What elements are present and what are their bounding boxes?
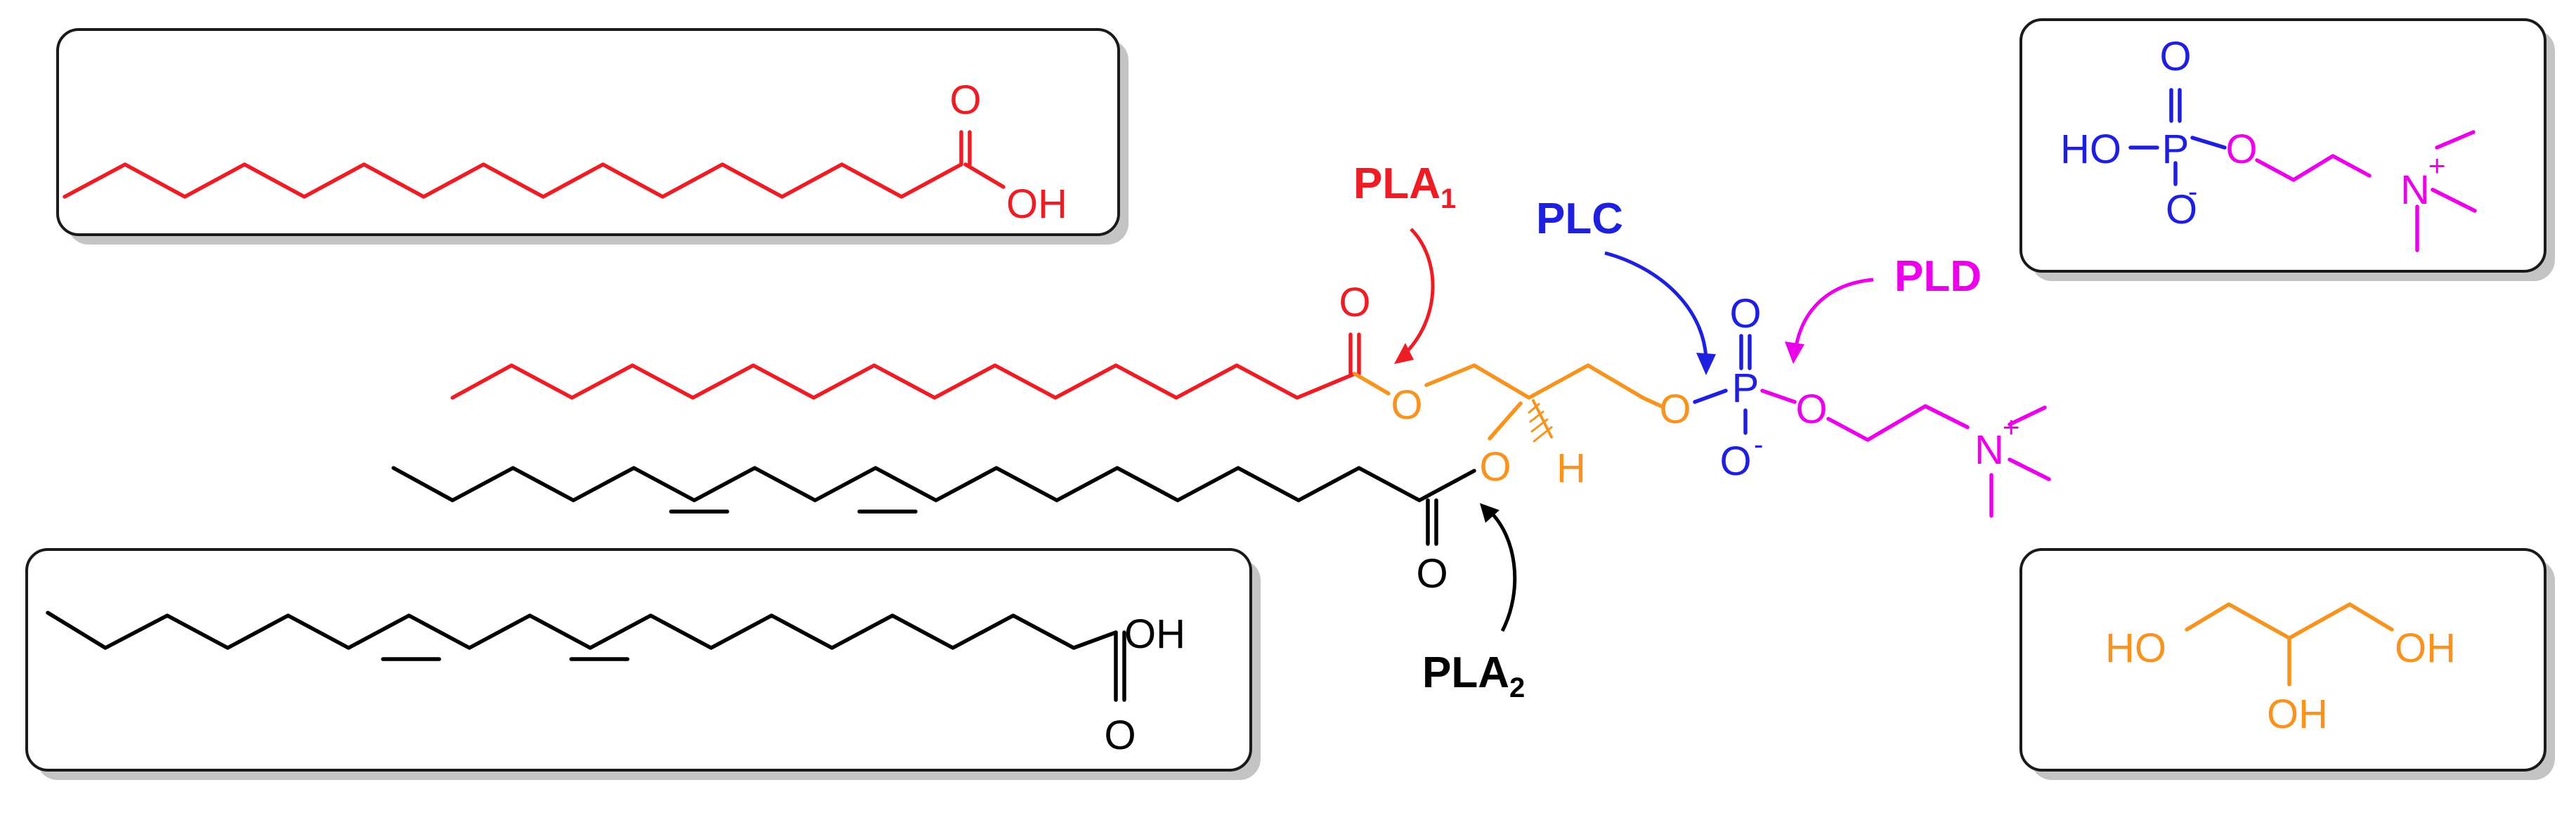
phosphate-double-bond-o: O — [1729, 291, 1761, 337]
phosphate-oxide-charge: - — [1754, 429, 1763, 460]
sn2-carbonyl-o: O — [1416, 551, 1448, 597]
phosphocholine-double-bond-o: O — [2159, 34, 2191, 79]
phosphocholine-ester-o: O — [2225, 126, 2257, 172]
choline-ester-o: O — [1795, 386, 1827, 432]
glycerol-backbone — [1353, 363, 1663, 443]
sn1-carbonyl-o: O — [1339, 280, 1370, 325]
sn1-ester-o: O — [1391, 382, 1422, 428]
choline-n-charge: + — [2003, 410, 2020, 443]
phosphocholine-ho: HO — [2060, 126, 2121, 172]
glycerol-box — [2019, 548, 2555, 780]
glycerol-structure — [2185, 602, 2394, 687]
glycerol-oh-right: OH — [2395, 625, 2456, 671]
linoleic-acid-box — [25, 548, 1261, 780]
choline-group — [1826, 404, 2051, 518]
choline-n: N — [1975, 427, 2004, 473]
linoleic-acid-oh: OH — [1124, 611, 1185, 657]
sn3-ester-o: O — [1659, 386, 1691, 432]
stereocenter-h: H — [1556, 445, 1586, 491]
pla1-label: PLA1 — [1353, 160, 1456, 214]
phosphocholine-oxide-charge: - — [2188, 176, 2197, 207]
glycerol-oh-middle: OH — [2267, 691, 2328, 737]
pla2-label: PLA2 — [1422, 649, 1525, 703]
plc-label: PLC — [1536, 195, 1623, 243]
linoleic-acid-structure — [46, 611, 1126, 702]
plc-arrow — [1604, 251, 1716, 375]
sn2-linoleoyl-chain — [391, 466, 1476, 546]
phosphorus: P — [1732, 365, 1759, 411]
pld-arrow — [1785, 278, 1874, 364]
phosphocholine-n: N — [2400, 167, 2430, 213]
phosphocholine-p: P — [2162, 126, 2190, 172]
palmitic-acid-box — [56, 28, 1128, 245]
pla2-arrow — [1480, 503, 1517, 632]
phosphocholine-oxide-o: O — [2166, 187, 2197, 233]
phosphocholine-box — [2019, 18, 2555, 281]
linoleic-acid-carbonyl-o: O — [1104, 713, 1136, 758]
palmitic-acid-carbonyl-o: O — [949, 77, 981, 123]
sn1-palmitoyl-chain — [450, 332, 1361, 400]
palmitic-acid-oh: OH — [1006, 181, 1067, 227]
glycerol-ho-left: HO — [2105, 625, 2166, 671]
phosphate-oxide-o: O — [1719, 438, 1751, 484]
sn2-ester-o: O — [1479, 444, 1511, 490]
pla1-arrow — [1394, 228, 1435, 364]
palmitic-acid-structure — [63, 130, 1006, 199]
phosphate-group — [1693, 334, 1797, 435]
pld-label: PLD — [1894, 252, 1982, 301]
phosphocholine-structure — [2128, 88, 2477, 252]
phosphocholine-n-charge: + — [2428, 149, 2446, 182]
